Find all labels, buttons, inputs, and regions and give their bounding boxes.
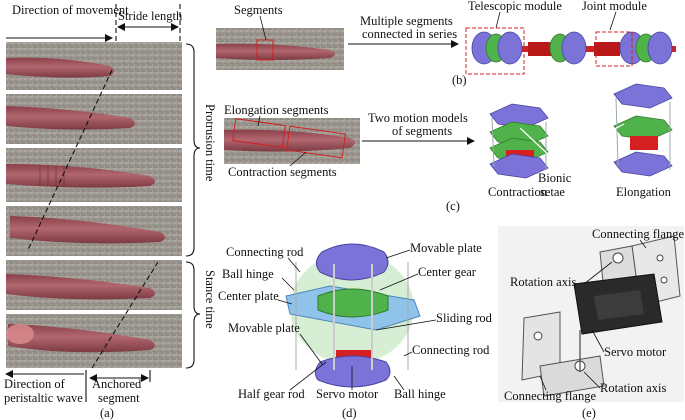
servo-motor-d-label: Servo motor [316, 387, 379, 401]
connecting-rod-bottom-leader [403, 351, 413, 357]
connecting-rod-top-leader [287, 257, 301, 273]
direction-of-peristaltic-wave-label-line1: Direction of [4, 377, 66, 391]
connecting-flange-top-label: Connecting flange [592, 227, 684, 241]
joint-leader [609, 11, 617, 31]
anchored-segment-label-line1: Anchored [92, 377, 142, 391]
rotation-axis-bottom-label: Rotation axis [600, 381, 666, 395]
connecting-rod-bottom-label: Connecting rod [412, 343, 490, 357]
elongation-segments-label: Elongation segments [224, 103, 329, 117]
ball-hinge-top-label: Ball hinge [222, 267, 274, 281]
ball-hinge-bottom-label: Ball hinge [394, 387, 446, 401]
caption-d: (d) [342, 406, 357, 420]
protrusion-brace [185, 43, 201, 257]
joint-module-label: Joint module [582, 0, 647, 13]
panel-e: Connecting flange Rotation axis Servo mo… [498, 226, 684, 420]
sliding-rod-label: Sliding rod [436, 311, 493, 325]
bionic-setae-label-line2: setae [540, 185, 565, 199]
two-motion-models-label-line2: of segments [392, 124, 452, 138]
stance-time-label: Stance time [203, 270, 217, 329]
caption-a: (a) [100, 406, 114, 420]
joint-3d-model [521, 235, 681, 397]
half-gear-rod-label: Half gear rod [238, 387, 305, 401]
caption-b: (b) [452, 73, 467, 87]
setae-leader-2 [555, 123, 625, 161]
chain-module-1 [471, 31, 523, 65]
robot-chain [465, 27, 676, 75]
movable-plate-top-label: Movable plate [410, 241, 482, 255]
anchored-segment-label-line2: segment [98, 391, 140, 405]
chain-module-2 [549, 31, 587, 65]
chain-joint-1 [528, 42, 554, 56]
contraction-segments-label: Contraction segments [228, 165, 337, 179]
elongation-model [613, 83, 673, 177]
module-3d-model [285, 243, 421, 388]
ball-hinge-bottom-leader [393, 375, 405, 391]
setae-leader-1 [519, 127, 553, 159]
chain-joint-2 [594, 42, 620, 56]
center-plate-label: Center plate [218, 289, 279, 303]
contraction-label: Contraction [488, 185, 548, 199]
joint-module-box [595, 31, 633, 67]
center-gear-leader [379, 273, 419, 291]
two-motion-models-label-line1: Two motion models [368, 111, 468, 125]
panel-d: Connecting rod Movable plate Ball hinge … [218, 241, 493, 420]
stride-length-label: Stride length [118, 9, 183, 23]
connecting-flange-top-leader [639, 239, 647, 249]
movable-plate-bottom-leader [299, 333, 323, 365]
elongation-box [232, 118, 286, 148]
telescopic-leader [495, 11, 501, 29]
elongation-label: Elongation [616, 185, 672, 199]
worm-photo-2 [6, 94, 182, 144]
worm-photo-3 [6, 148, 182, 202]
center-gear-label: Center gear [418, 265, 477, 279]
direction-of-movement-label: Direction of movement [12, 3, 129, 17]
contraction-model [489, 103, 549, 179]
bionic-setae-label-line1: Bionic [538, 171, 572, 185]
telescopic-module-box [465, 27, 525, 75]
stance-brace [185, 261, 201, 369]
connecting-flange-bottom-label: Connecting flange [504, 389, 596, 403]
sliding-rod-leader [375, 319, 437, 331]
panel-c: Elongation segments Contraction segments… [224, 83, 673, 213]
worm-photo-4 [6, 206, 182, 256]
segments-label: Segments [234, 3, 283, 17]
rotation-axis-top-label: Rotation axis [510, 275, 576, 289]
caption-e: (e) [582, 406, 596, 420]
contraction-box [286, 125, 346, 159]
center-plate-leader [277, 299, 293, 305]
rotation-axis-bottom-leader [583, 371, 601, 389]
chain-module-3 [619, 31, 673, 65]
peristaltic-wave-line-lower [91, 261, 159, 369]
worm-photo-1 [6, 42, 182, 90]
worm-photo-6 [6, 314, 182, 368]
servo-motor-e-label: Servo motor [604, 345, 667, 359]
multiple-segments-label-line1: Multiple segments [360, 14, 453, 28]
movable-plate-bottom-label: Movable plate [228, 321, 300, 335]
segments-highlight [256, 39, 274, 61]
protrusion-time-label: Protrusion time [203, 104, 217, 182]
movable-plate-top-leader [385, 249, 411, 259]
caption-c: (c) [446, 199, 460, 213]
connecting-rod-top-label: Connecting rod [226, 245, 304, 259]
contraction-leader [289, 151, 307, 167]
worm-photo-5 [6, 260, 182, 310]
connecting-flange-bottom-leader [539, 375, 547, 391]
segments-leader [259, 15, 267, 41]
direction-of-peristaltic-wave-label-line2: peristaltic wave [4, 391, 83, 405]
servo-motor-e-leader [591, 329, 605, 353]
panel-a: Direction of movement Stride length [4, 3, 217, 420]
panel-b: Segments Multiple segments connected in … [216, 0, 676, 87]
peristaltic-wave-line-upper [27, 69, 113, 251]
half-gear-rod-leader [289, 361, 327, 391]
elongation-leader [257, 115, 261, 127]
rotation-axis-top-leader [583, 261, 613, 285]
ball-hinge-top-leader [281, 277, 295, 291]
telescopic-module-label: Telescopic module [468, 0, 562, 13]
multiple-segments-label-line2: connected in series [362, 27, 457, 41]
